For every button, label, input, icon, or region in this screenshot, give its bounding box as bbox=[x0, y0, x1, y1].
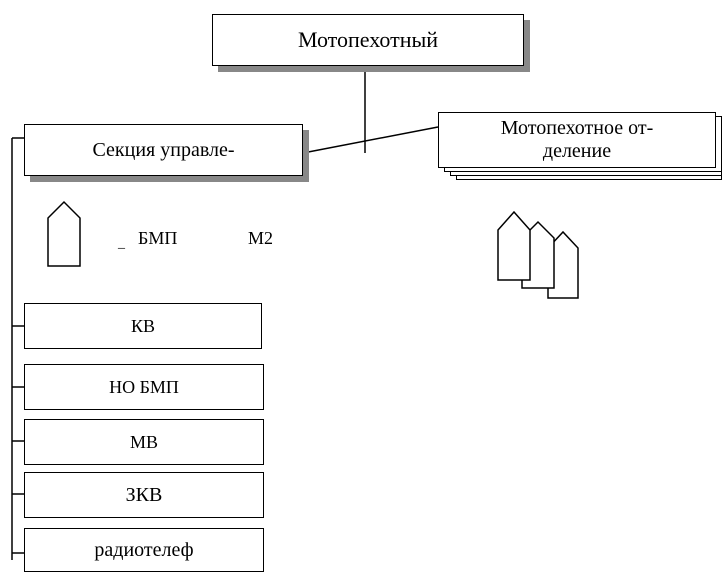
squad-label-line2: деление bbox=[542, 140, 612, 162]
role-box-zkv: ЗКВ bbox=[24, 472, 264, 518]
vehicle-model: М2 bbox=[248, 228, 274, 248]
role-box-no-bmp: НО БМП bbox=[24, 364, 264, 410]
role-label: ЗКВ bbox=[125, 483, 163, 506]
vehicle-pentagon-icon bbox=[47, 200, 81, 267]
vehicle-dash: _ bbox=[118, 236, 125, 251]
squad-vehicles-icon bbox=[497, 210, 579, 299]
unit-box-motorized-infantry: Мотопехотный bbox=[212, 14, 524, 66]
section-box: Секция управле- bbox=[24, 124, 303, 176]
unit-label: Мотопехотный bbox=[297, 27, 439, 53]
role-label: НО БМП bbox=[109, 376, 179, 397]
vehicle-name: БМП bbox=[138, 228, 178, 248]
squad-label-line1: Мотопехотное от- bbox=[500, 117, 654, 139]
role-box-kv: КВ bbox=[24, 303, 262, 349]
role-box-mv: МВ bbox=[24, 419, 264, 465]
squad-stack: Мотопехотное от- деление bbox=[438, 112, 722, 180]
squad-box-front: Мотопехотное от- деление bbox=[438, 112, 716, 168]
role-box-radio: радиотелеф bbox=[24, 528, 264, 572]
section-label: Секция управле- bbox=[92, 138, 235, 161]
role-label: радиотелеф bbox=[94, 538, 194, 561]
role-label: МВ bbox=[129, 431, 158, 452]
role-label: КВ bbox=[130, 315, 155, 336]
